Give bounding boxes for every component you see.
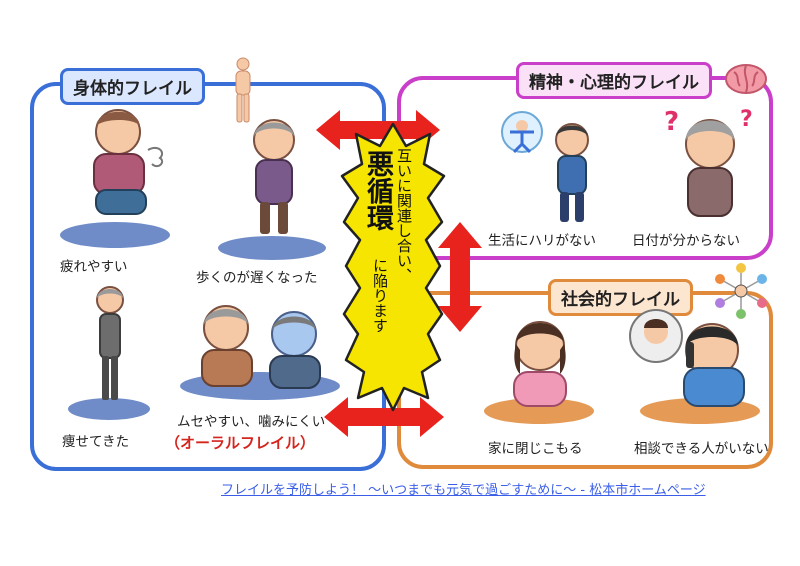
physical-frailty-title: 身体的フレイル: [60, 68, 205, 105]
caption-no-date: 日付が分からない: [632, 233, 740, 249]
social-frailty-title: 社会的フレイル: [548, 279, 693, 316]
double-arrow-bottom: [324, 397, 444, 437]
vicious-cycle-burst: [340, 122, 446, 412]
vicious-cycle-suffix: に陥ります: [371, 258, 389, 333]
unmotivated-man-illustration: [501, 111, 589, 222]
caption-stay-home: 家に閉じこもる: [488, 441, 583, 457]
brain-icon: [725, 64, 767, 94]
ground-shadow: [68, 398, 150, 420]
ground-shadow: [218, 236, 326, 260]
svg-text:?: ?: [664, 107, 679, 137]
choking-elders-illustration: [201, 305, 321, 389]
double-arrow-vertical: [438, 222, 482, 332]
caption-tired: 疲れやすい: [60, 259, 128, 275]
caption-slow-walk: 歩くのが遅くなった: [196, 270, 318, 286]
slow-walking-elder-illustration: [253, 119, 295, 234]
mental-frailty-title: 精神・心理的フレイル: [516, 62, 712, 99]
svg-text:?: ?: [740, 107, 753, 132]
thin-elder-illustration: [96, 286, 124, 400]
caption-no-purpose: 生活にハリがない: [488, 233, 596, 249]
double-arrow-top: [316, 110, 440, 150]
vicious-cycle-prefix: 互いに関連し合い、: [395, 148, 413, 283]
vicious-cycle-title: 悪循環: [362, 150, 393, 231]
social-network-icon: [715, 263, 767, 319]
caption-no-consult: 相談できる人がいない: [634, 441, 769, 457]
source-link[interactable]: フレイルを予防しよう！ ～いつまでも元気で過ごすために～ - 松本市ホームページ: [221, 483, 706, 498]
caption-choke: ムセやすい、噛みにくい: [177, 414, 326, 430]
ground-shadow: [60, 222, 170, 248]
man-on-phone-illustration: [629, 309, 745, 407]
confused-elder-woman-illustration: ? ?: [664, 107, 753, 217]
caption-oral-frailty: （オーラルフレイル）: [165, 434, 316, 452]
caption-thin: 痩せてきた: [62, 434, 130, 450]
woman-staying-home-illustration: [513, 321, 567, 407]
human-body-icon: [235, 57, 251, 123]
tired-crouching-woman-illustration: [93, 109, 164, 215]
